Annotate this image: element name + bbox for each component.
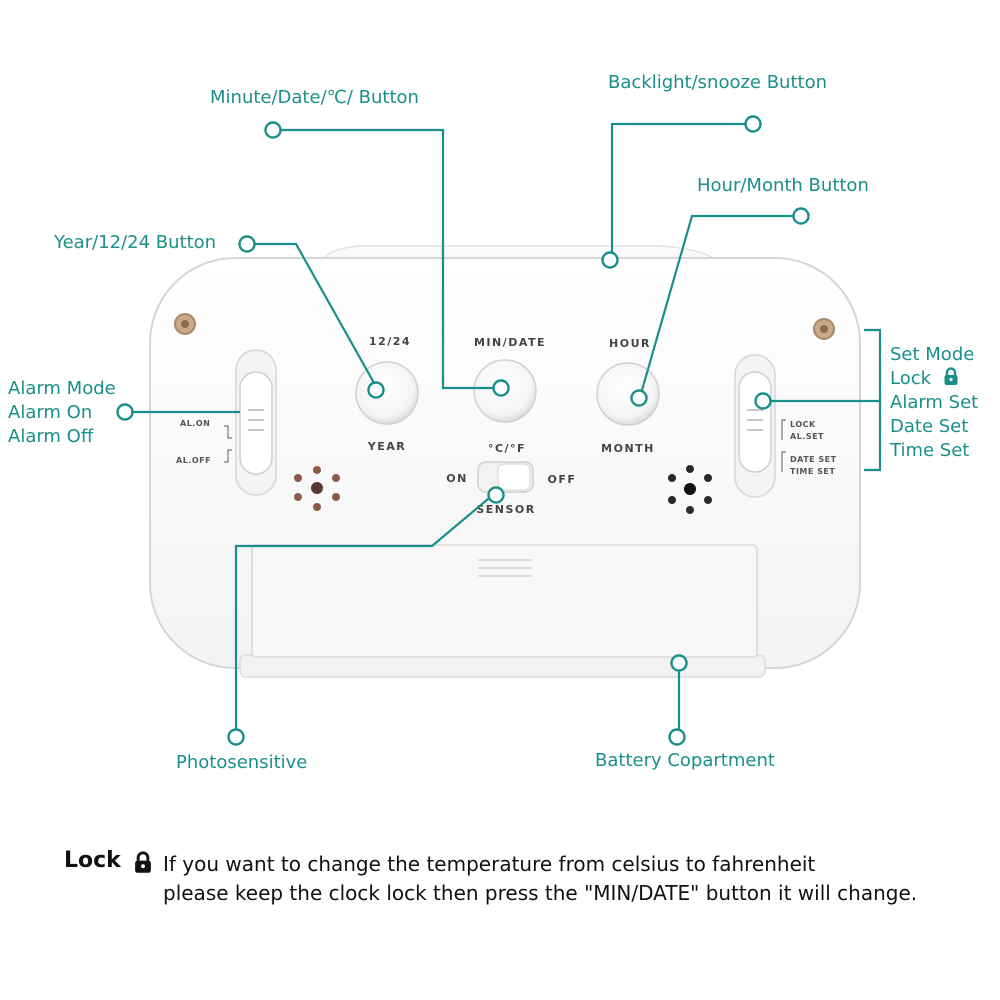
leader-set-bracket (864, 328, 882, 472)
label-battery: Battery Copartment (595, 750, 775, 771)
alarm-bracket (224, 425, 232, 463)
label-sensor-off: OFF (548, 473, 577, 486)
speaker-right (668, 465, 712, 514)
note-title: Lock (64, 848, 121, 873)
note-line-1: If you want to change the temperature fr… (163, 852, 816, 876)
leader-backlight (610, 122, 745, 255)
label-set-mode: Set Mode Lock Alarm Set Date Set Time Se… (890, 343, 978, 463)
label-sensor-on: ON (446, 472, 468, 485)
sensor-switch-knob (497, 463, 531, 491)
screw-hole-left-inner (181, 320, 189, 328)
label-min-date-button: Minute/Date/℃/ Button (210, 87, 419, 108)
label-al-set: AL.SET (790, 432, 824, 441)
lock-icon (944, 367, 958, 385)
alarm-switch-knob[interactable] (239, 371, 273, 475)
leader-min-date (273, 128, 495, 390)
leader-year (251, 242, 379, 391)
battery-grip (478, 559, 532, 577)
time-set-line: Time Set (890, 440, 970, 461)
alarm-set-line: Alarm Set (890, 392, 979, 413)
label-time-set: TIME SET (790, 467, 835, 476)
leader-photosensitive (234, 493, 495, 730)
label-backlight-button: Backlight/snooze Button (608, 72, 828, 93)
label-date-set: DATE SET (790, 455, 837, 464)
speaker-left (294, 466, 340, 511)
note-line-2: please keep the clock lock then press th… (163, 881, 918, 905)
label-c-f: °C/°F (488, 442, 526, 455)
label-month: MONTH (601, 442, 655, 455)
alarm-mode-line: Alarm Mode (8, 378, 116, 399)
leader-lines (133, 122, 882, 730)
label-hour: HOUR (609, 337, 651, 350)
set-mode-line: Set Mode (890, 344, 975, 365)
label-sensor: SENSOR (476, 503, 535, 516)
lock-text: Lock (890, 368, 932, 389)
screw-hole-right-inner (820, 325, 828, 333)
hour-month-button[interactable] (596, 362, 660, 426)
label-year: YEAR (367, 440, 406, 453)
battery-compartment (251, 544, 758, 658)
label-min-date: MIN/DATE (474, 336, 546, 349)
label-al-off: AL.OFF (176, 456, 211, 465)
alarm-on-line: Alarm On (8, 402, 93, 423)
alarm-off-line: Alarm Off (8, 426, 94, 447)
label-lock: LOCK (790, 420, 816, 429)
lock-line: Lock (890, 367, 978, 391)
mode-switch-knob[interactable] (738, 371, 772, 473)
label-year-button: Year/12/24 Button (54, 232, 217, 253)
label-hour-month-button: Hour/Month Button (697, 175, 869, 196)
label-photosensitive: Photosensitive (176, 752, 308, 773)
label-12-24: 12/24 (369, 335, 411, 348)
note-lock-icon (135, 851, 151, 873)
leader-dots (116, 115, 810, 746)
leader-hour-month (638, 214, 798, 398)
date-set-line: Date Set (890, 416, 969, 437)
year-button[interactable] (355, 361, 419, 425)
label-al-on: AL.ON (180, 419, 210, 428)
mode-bracket (781, 419, 786, 472)
label-alarm-mode: Alarm Mode Alarm On Alarm Off (8, 377, 116, 449)
